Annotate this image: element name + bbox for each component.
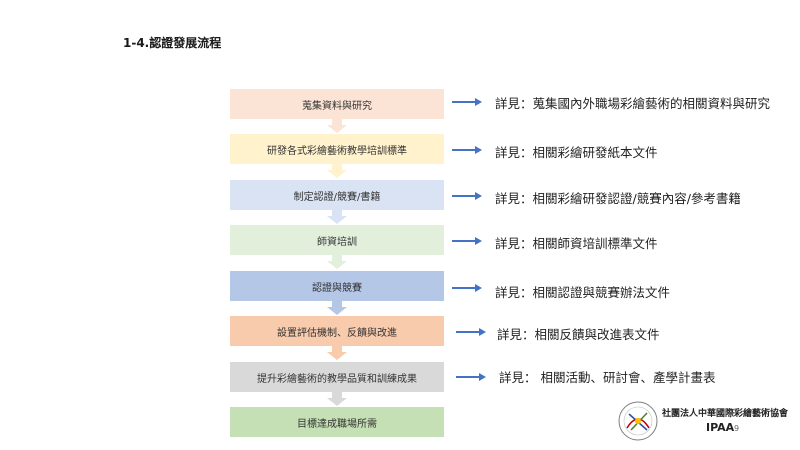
right-arrow-icon <box>456 328 486 336</box>
down-arrow-icon <box>327 163 347 178</box>
flow-step-improve-quality: 提升彩繪藝術的教學品質和訓練成果 <box>230 362 444 392</box>
right-arrow-icon <box>452 98 482 106</box>
down-arrow-icon <box>327 209 347 224</box>
flow-step-goal-achieved: 目標達成職場所需 <box>230 407 444 437</box>
down-arrow-icon <box>327 118 347 133</box>
flow-step-label: 提升彩繪藝術的教學品質和訓練成果 <box>257 373 417 385</box>
flow-step-detail: 詳見： 相關活動、研討會、產學計畫表 <box>499 370 716 385</box>
flow-step-label: 制定認證/競賽/書籍 <box>293 191 381 203</box>
flow-step-collect-research: 蒐集資料與研究 <box>230 89 444 119</box>
down-arrow-icon <box>327 300 347 315</box>
organization-name: 社團法人中華國際彩繪藝術協會 <box>662 409 789 419</box>
flow-step-detail: 詳見：相關彩繪研發認證/競賽內容/參考書籍 <box>495 191 741 206</box>
right-arrow-icon <box>456 373 486 381</box>
down-arrow-icon <box>327 254 347 269</box>
flow-step-teacher-training: 師資培訓 <box>230 225 444 255</box>
flow-step-detail: 詳見：相關認證與競賽辦法文件 <box>495 285 671 300</box>
flow-step-label: 師資培訓 <box>317 236 357 248</box>
right-arrow-icon <box>452 284 482 292</box>
flow-step-label: 蒐集資料與研究 <box>302 100 372 112</box>
flow-step-detail: 詳見：相關師資培訓標準文件 <box>495 236 658 251</box>
down-arrow-icon <box>327 391 347 406</box>
flow-step-label: 目標達成職場所需 <box>297 418 377 430</box>
flow-step-evaluation-feedback: 設置評估機制、反饋與改進 <box>230 316 444 346</box>
section-title: 1-4.認證發展流程 <box>123 36 222 50</box>
flow-step-develop-standards: 研發各式彩繪藝術教學培訓標準 <box>230 134 444 164</box>
flow-step-label: 設置評估機制、反饋與改進 <box>277 327 397 339</box>
page-number: 9 <box>734 424 740 433</box>
flow-step-label: 研發各式彩繪藝術教學培訓標準 <box>267 145 407 157</box>
flow-step-detail: 詳見：相關反饋與改進表文件 <box>497 327 660 342</box>
flow-step-detail: 詳見：蒐集國內外職場彩繪藝術的相關資料與研究 <box>495 96 771 111</box>
flow-step-label: 認證與競賽 <box>312 282 362 294</box>
association-logo-icon <box>617 400 659 442</box>
right-arrow-icon <box>452 146 482 154</box>
flow-step-certification-competition: 認證與競賽 <box>230 271 444 301</box>
right-arrow-icon <box>452 237 482 245</box>
flow-step-detail: 詳見：相關彩繪研發紙本文件 <box>495 145 658 160</box>
right-arrow-icon <box>452 192 482 200</box>
down-arrow-icon <box>327 345 347 360</box>
organization-abbreviation: IPAA <box>706 421 735 434</box>
flow-step-certification-books: 制定認證/競賽/書籍 <box>230 180 444 210</box>
